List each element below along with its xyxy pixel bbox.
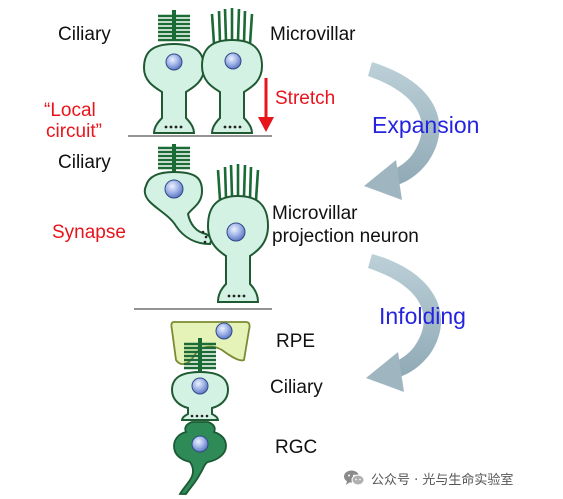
ciliary-disc-stack — [158, 146, 190, 170]
synaptic-vesicles — [164, 125, 183, 129]
label-local-circuit-line1: “Local — [44, 100, 96, 121]
label-local-circuit-line2: circuit” — [46, 121, 102, 142]
watermark: 公众号 · 光与生命实验室 — [343, 467, 513, 489]
nucleus — [226, 222, 246, 242]
nucleus — [191, 377, 209, 395]
nucleus — [164, 179, 184, 199]
infolding-arrow — [366, 254, 442, 392]
microvillar-projection-neuron — [206, 164, 270, 303]
ciliary-cell-bottom — [170, 338, 230, 421]
label-infolding: Infolding — [379, 303, 466, 329]
cell-body — [170, 370, 230, 421]
synapse-vesicles — [201, 230, 208, 244]
nucleus — [191, 435, 209, 453]
microvillar-photoreceptor-top — [200, 8, 264, 134]
label-ciliary-middle: Ciliary — [58, 152, 111, 173]
stretch-arrow — [258, 78, 274, 132]
microvilli — [216, 164, 260, 201]
label-expansion: Expansion — [372, 112, 480, 138]
nucleus — [165, 53, 183, 71]
ciliary-disc-stack — [184, 342, 216, 370]
label-synapse: Synapse — [52, 222, 126, 243]
ciliary-cell-middle — [143, 144, 214, 246]
label-stretch: Stretch — [275, 88, 336, 109]
label-ciliary-bottom: Ciliary — [270, 377, 323, 398]
synaptic-vesicles — [227, 294, 246, 298]
label-microvillar-projection-line2: projection neuron — [272, 226, 419, 247]
synaptic-vesicles — [223, 125, 242, 129]
wechat-icon — [344, 470, 365, 486]
cell-body — [206, 194, 270, 303]
microvilli — [210, 8, 254, 45]
rgc-cell — [173, 421, 227, 495]
label-ciliary-top: Ciliary — [58, 24, 111, 45]
label-microvillar-top: Microvillar — [270, 24, 356, 45]
watermark-text: 公众号 · 光与生命实验室 — [371, 472, 514, 488]
rgc-body — [173, 421, 227, 495]
nucleus — [215, 322, 233, 340]
expansion-arrow — [364, 62, 440, 200]
label-microvillar-projection-line1: Microvillar — [272, 203, 358, 224]
label-rpe: RPE — [276, 331, 316, 352]
synaptic-vesicles — [190, 414, 209, 418]
cell-body — [200, 38, 264, 134]
label-rgc: RGC — [275, 437, 318, 458]
ciliary-disc-stack — [158, 14, 190, 42]
cell-body-with-axon — [143, 170, 214, 246]
ciliary-photoreceptor-top — [142, 10, 206, 134]
nucleus — [224, 52, 242, 70]
